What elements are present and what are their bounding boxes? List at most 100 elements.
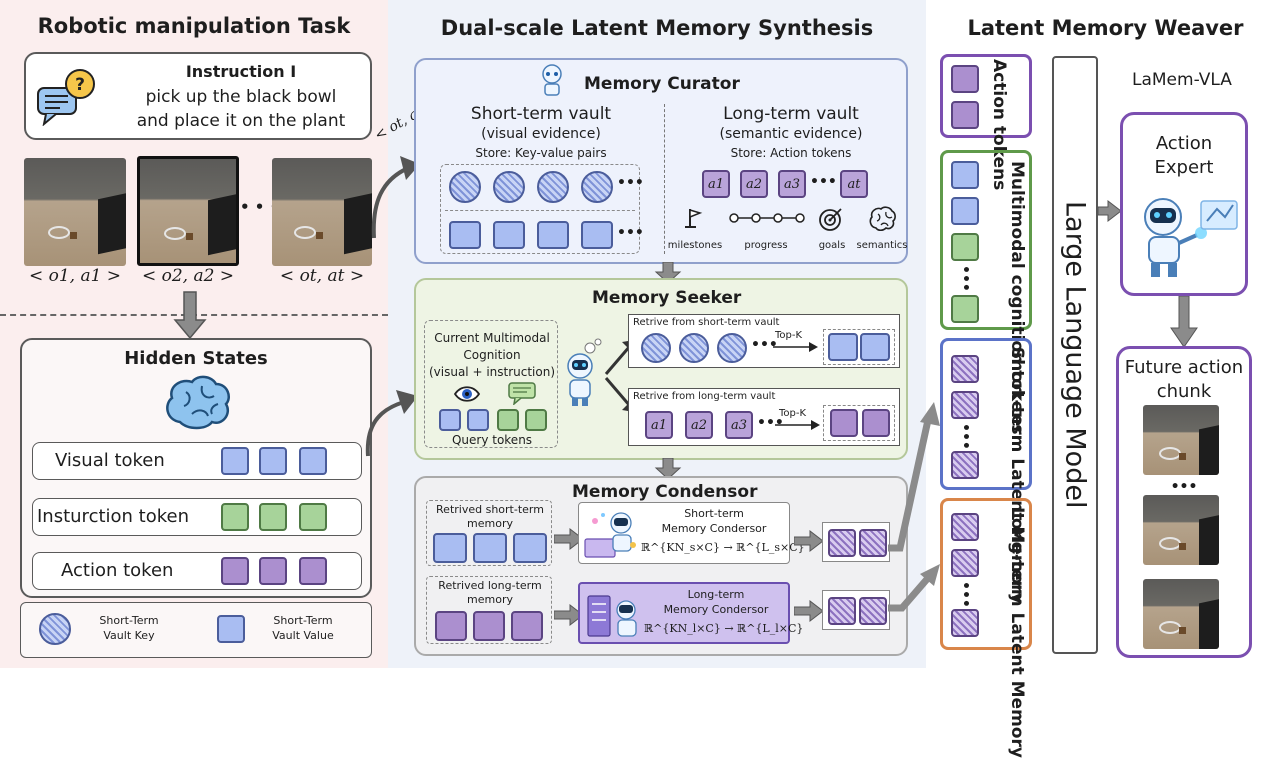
weaver-action-token-1: [951, 65, 979, 93]
right-title: Latent Memory Weaver: [967, 16, 1244, 40]
query-token-4: [525, 409, 547, 431]
query-token-3: [497, 409, 519, 431]
memory-seeker-title: Memory Seeker: [592, 288, 742, 308]
vault-key-2: [493, 171, 525, 203]
action-tokens-box: Action tokens: [940, 54, 1032, 191]
future-frame-2: [1143, 495, 1219, 565]
long-input-line-1: Retrived long-term: [438, 579, 542, 592]
memory-condensor-title: Memory Condensor: [572, 482, 758, 502]
frame-label-3: < ot, at >: [279, 266, 365, 286]
short-retrieve-box: Retrive from short-term vault ••• Top-K: [628, 314, 900, 368]
memory-seeker-box: Memory Seeker Current Multimodal Cogniti…: [414, 278, 908, 460]
frame-label-1: < o1, a1 >: [28, 266, 122, 286]
action-tokens-label: Action tokens: [989, 59, 1009, 191]
robot-icon: [560, 338, 604, 408]
curved-arrow-icon: [365, 390, 418, 457]
instruction-token-row: Insturction token: [32, 498, 362, 536]
short-vault-container: ••• •••: [440, 164, 644, 254]
long-vault-store: Store: Action tokens: [730, 146, 852, 160]
eye-icon: [453, 383, 481, 405]
weaver-instruction-token-1: [951, 233, 979, 261]
long-output-token-2: [859, 597, 887, 625]
robot-expert-icon: [1129, 191, 1241, 281]
long-condensor-box: Long-term Memory Condersor ℝ^{KN_l×C} → …: [578, 582, 804, 644]
visual-token-1: [221, 447, 249, 475]
down-arrow-icon: [1170, 296, 1198, 348]
long-latent-token-1: [951, 513, 979, 541]
vault-separator: [664, 104, 665, 254]
legend-key-circle: [39, 613, 71, 645]
action-token-label: Action token: [61, 560, 174, 581]
short-vault-sub: (visual evidence): [481, 126, 601, 142]
robot-server-icon: [584, 590, 644, 642]
instruction-line-1: pick up the black bowl: [145, 87, 337, 107]
long-topk-box: [823, 405, 895, 441]
message-icon: [507, 381, 537, 406]
short-output-box: [822, 522, 890, 562]
long-retrieve-ellipsis: •••: [757, 415, 784, 431]
short-condensor-line-2: Memory Condersor: [661, 522, 767, 535]
vault-key-4: [581, 171, 613, 203]
short-input-token-1: [433, 533, 467, 563]
short-condensor-formula: ℝ^{KN_s×C} → ℝ^{L_s×C}: [641, 541, 805, 554]
short-input-token-2: [473, 533, 507, 563]
short-latent-ellipsis: •••: [957, 423, 973, 450]
frame-label-2: < o2, a2 >: [141, 266, 235, 286]
short-input-token-3: [513, 533, 547, 563]
short-latent-token-3: [951, 451, 979, 479]
future-chunk-line-1: Future action: [1124, 357, 1244, 378]
milestones-icon: [682, 206, 706, 230]
weaver-action-token-2: [951, 101, 979, 129]
middle-title: Dual-scale Latent Memory Synthesis: [440, 16, 874, 40]
query-token-1: [439, 409, 461, 431]
llm-box: Large Language Model: [1052, 56, 1098, 654]
model-name: LaMem-VLA: [1132, 70, 1232, 90]
short-condensor-line-1: Short-term: [684, 507, 744, 520]
long-condensor-formula: ℝ^{KN_l×C} → ℝ^{L_l×C}: [644, 622, 804, 635]
short-input-line-2: memory: [467, 517, 513, 530]
visual-token-3: [299, 447, 327, 475]
vault-value-2: [493, 221, 525, 249]
topk-value-2: [860, 333, 890, 361]
llm-label: Large Language Model: [1059, 201, 1091, 509]
arrow-right-icon: [773, 342, 818, 352]
short-input-line-1: Retrived short-term: [436, 503, 544, 516]
long-vault-token-a2: a2: [740, 170, 768, 198]
short-latent-token-1: [951, 355, 979, 383]
long-input-line-2: memory: [467, 593, 513, 606]
instruction-box: ? Instruction I pick up the black bowl a…: [24, 52, 372, 140]
long-input-token-2: [473, 611, 505, 641]
progress-icon: [728, 210, 806, 226]
long-vault-token-a1: a1: [702, 170, 730, 198]
action-token-2: [259, 557, 287, 585]
short-retrieve-label: Retrive from short-term vault: [633, 317, 780, 328]
long-condensor-line-1: Long-term: [687, 588, 745, 601]
query-token-2: [467, 409, 489, 431]
short-vault-title: Short-term vault: [470, 104, 612, 124]
instruction-line-2: and place it on the plant: [136, 111, 346, 131]
long-latent-memory-box: ••• Long-term Latent Memory: [940, 498, 1032, 758]
short-output-token-1: [828, 529, 856, 557]
short-input-box: Retrived short-term memory: [426, 500, 552, 566]
cognition-line-1: Current Multimodal: [434, 331, 550, 345]
vault-divider: [445, 210, 635, 211]
progress-label: progress: [744, 240, 788, 251]
robot-icon: [538, 64, 566, 96]
memory-curator-box: Memory Curator Short-term vault (visual …: [414, 58, 908, 264]
retrieved-action-a3: a3: [725, 411, 753, 439]
short-retrieve-ellipsis: •••: [751, 337, 778, 353]
instruction-token-1: [221, 503, 249, 531]
long-vault-token-a3: a3: [778, 170, 806, 198]
visual-token-2: [259, 447, 287, 475]
retrieved-key-1: [641, 333, 671, 363]
arrow-right-icon: [794, 530, 824, 552]
long-input-box: Retrived long-term memory: [426, 576, 552, 644]
future-chunk-line-2: chunk: [1156, 381, 1212, 402]
retrieved-action-a2: a2: [685, 411, 713, 439]
observation-frame-2: [137, 156, 239, 266]
milestones-label: milestones: [667, 240, 723, 251]
instruction-token-3: [299, 503, 327, 531]
observation-frame-3: [272, 158, 372, 266]
cognition-ellipsis: •••: [957, 265, 973, 292]
